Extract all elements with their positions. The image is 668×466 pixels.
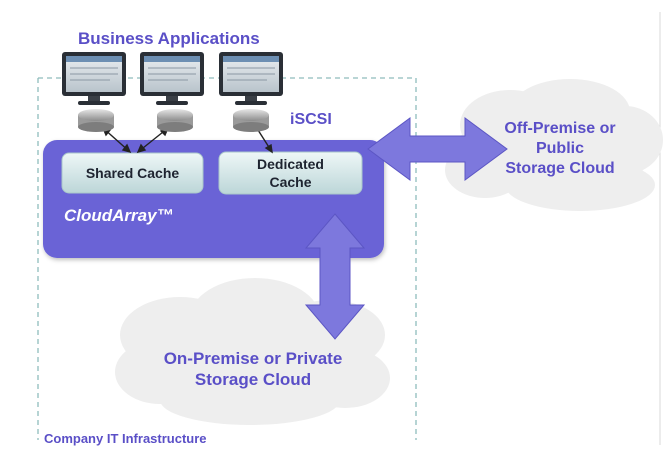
dedicated-cache-box	[218, 151, 363, 195]
monitor-icon-1	[62, 52, 126, 105]
disk-drive-icon-1	[78, 109, 114, 132]
private-cloud-label-line2: Storage Cloud	[194, 370, 312, 389]
public-cloud-label-line1: Off-Premise or	[504, 120, 616, 137]
monitor-icon-2	[140, 52, 204, 105]
iscsi-label: iSCSI	[290, 111, 332, 128]
disk-drive-icon-3	[233, 109, 269, 132]
public-cloud-label-line2: Public	[535, 140, 584, 157]
shared-cache-box	[61, 152, 204, 194]
business-applications-title: Business Applications	[78, 29, 260, 48]
public-cloud-double-arrow	[367, 117, 508, 181]
private-cloud-label-line1: On-Premise or Private	[163, 349, 343, 368]
shared-cache-label: Shared Cache	[85, 165, 180, 181]
public-cloud-label-line3: Storage Cloud	[505, 160, 615, 177]
private-cloud-shape	[115, 278, 390, 425]
cloudarray-name: CloudArray™	[64, 206, 174, 225]
dedicated-cache-label-line1: Dedicated	[257, 156, 324, 172]
company-it-infrastructure-label: Company IT Infrastructure	[44, 431, 207, 446]
dedicated-cache-label-line2: Cache	[269, 174, 312, 190]
public-cloud-shape	[445, 79, 663, 211]
monitor-icon-3	[219, 52, 283, 105]
private-cloud-double-arrow	[304, 213, 366, 340]
disk-drive-icon-2	[157, 109, 193, 132]
